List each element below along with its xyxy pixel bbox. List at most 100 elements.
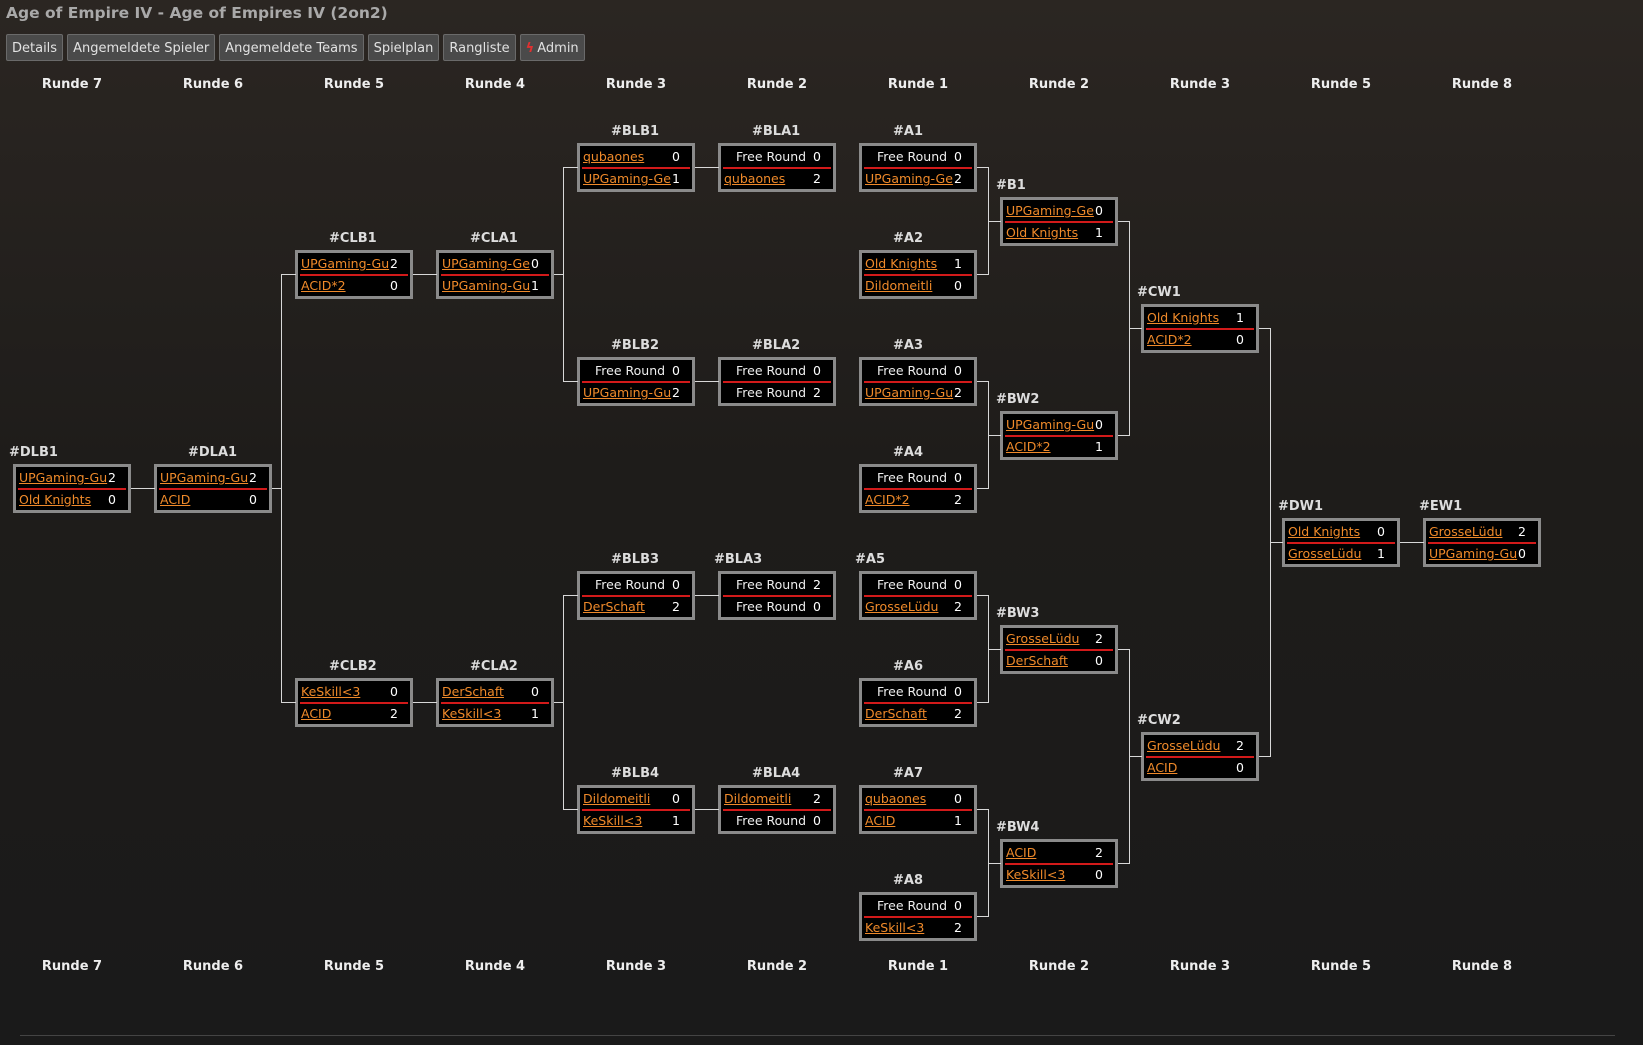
team-link[interactable]: ACID*2 bbox=[301, 278, 346, 293]
team-link[interactable]: Old Knights bbox=[1288, 524, 1361, 539]
team-score: 0 bbox=[1095, 417, 1103, 432]
team-link[interactable]: UPGaming-Ge bbox=[442, 256, 530, 271]
team-score: 2 bbox=[390, 706, 398, 721]
team-link[interactable]: ACID*2 bbox=[1006, 439, 1051, 454]
match-id-label: #CLB1 bbox=[329, 231, 377, 246]
match-id-label: #CLA2 bbox=[470, 659, 518, 674]
team-link[interactable]: UPGaming-Gu bbox=[1006, 417, 1095, 432]
registered-teams-button[interactable]: Angemeldete Teams bbox=[219, 34, 364, 61]
team-link[interactable]: ACID bbox=[865, 813, 896, 828]
team-link[interactable]: ACID bbox=[160, 492, 191, 507]
team-link[interactable]: GrosseLüdu bbox=[1429, 524, 1503, 539]
bracket-connector bbox=[1129, 328, 1142, 329]
bracket-connector bbox=[1270, 542, 1283, 543]
team-score: 1 bbox=[1377, 546, 1385, 561]
details-button[interactable]: Details bbox=[6, 34, 64, 61]
team-link[interactable]: ACID*2 bbox=[1147, 332, 1192, 347]
bracket-connector bbox=[281, 274, 296, 275]
team-link[interactable]: GrosseLüdu bbox=[1006, 631, 1080, 646]
round-header: Runde 6 bbox=[182, 77, 244, 92]
team-link[interactable]: UPGaming-Gu bbox=[865, 385, 954, 400]
team-link[interactable]: Dildomeitli bbox=[724, 791, 792, 806]
team-link[interactable]: Dildomeitli bbox=[865, 278, 933, 293]
round-header: Runde 5 bbox=[1310, 959, 1372, 974]
team-link[interactable]: UPGaming-Ge bbox=[1006, 203, 1094, 218]
team-score: 2 bbox=[108, 470, 116, 485]
team-link[interactable]: UPGaming-Gu bbox=[442, 278, 531, 293]
bracket-connector bbox=[1118, 863, 1130, 864]
team-score: 2 bbox=[1236, 738, 1244, 753]
team-link[interactable]: KeSkill<3 bbox=[865, 920, 925, 935]
team-link[interactable]: DerSchaft bbox=[583, 599, 645, 614]
team-link[interactable]: UPGaming-Gu bbox=[1429, 546, 1518, 561]
team-link[interactable]: qubaones bbox=[865, 791, 927, 806]
team-link[interactable]: UPGaming-Gu bbox=[583, 385, 672, 400]
team-link[interactable]: Old Knights bbox=[865, 256, 938, 271]
match-id-label: #BW2 bbox=[996, 392, 1040, 407]
team-link[interactable]: Old Knights bbox=[1147, 310, 1220, 325]
team-link[interactable]: qubaones bbox=[583, 149, 645, 164]
bracket-connector bbox=[554, 274, 564, 275]
team-link[interactable]: DerSchaft bbox=[1006, 653, 1068, 668]
ranking-button[interactable]: Rangliste bbox=[443, 34, 516, 61]
free-round-label: Free Round bbox=[736, 599, 807, 614]
team-link[interactable]: ACID*2 bbox=[865, 492, 910, 507]
team-link[interactable]: ACID bbox=[301, 706, 332, 721]
team-link[interactable]: Dildomeitli bbox=[583, 791, 651, 806]
match-id-label: #A6 bbox=[893, 659, 923, 674]
round-header: Runde 2 bbox=[746, 77, 808, 92]
team-link[interactable]: GrosseLüdu bbox=[865, 599, 939, 614]
team-link[interactable]: UPGaming-Gu bbox=[19, 470, 108, 485]
round-header: Runde 2 bbox=[746, 959, 808, 974]
team-link[interactable]: KeSkill<3 bbox=[1006, 867, 1066, 882]
team-score: 0 bbox=[531, 684, 539, 699]
schedule-button[interactable]: Spielplan bbox=[367, 34, 440, 61]
team-link[interactable]: UPGaming-Gu bbox=[160, 470, 249, 485]
team-score: 1 bbox=[1095, 225, 1103, 240]
team-link[interactable]: KeSkill<3 bbox=[583, 813, 643, 828]
team-link[interactable]: KeSkill<3 bbox=[301, 684, 361, 699]
bracket-connector bbox=[1259, 756, 1271, 757]
team-link[interactable]: qubaones bbox=[724, 171, 786, 186]
team-link[interactable]: GrosseLüdu bbox=[1288, 546, 1362, 561]
team-link[interactable]: ACID bbox=[1147, 760, 1178, 775]
team-link[interactable]: UPGaming-Ge bbox=[583, 171, 671, 186]
team-score: 0 bbox=[672, 577, 680, 592]
round-header: Runde 2 bbox=[1028, 959, 1090, 974]
bracket-connector bbox=[977, 381, 989, 382]
team-link[interactable]: UPGaming-Gu bbox=[301, 256, 390, 271]
team-link[interactable]: Old Knights bbox=[19, 492, 92, 507]
team-link[interactable]: KeSkill<3 bbox=[442, 706, 502, 721]
team-score: 2 bbox=[813, 791, 821, 806]
match-id-label: #BLB4 bbox=[611, 766, 660, 781]
free-round-label: Free Round bbox=[736, 813, 807, 828]
free-round-label: Free Round bbox=[877, 577, 948, 592]
team-link[interactable]: ACID bbox=[1006, 845, 1037, 860]
round-header: Runde 3 bbox=[605, 77, 667, 92]
team-score: 0 bbox=[954, 470, 962, 485]
team-link[interactable]: UPGaming-Ge bbox=[865, 171, 953, 186]
team-link[interactable]: GrosseLüdu bbox=[1147, 738, 1221, 753]
match-id-label: #A8 bbox=[893, 873, 923, 888]
team-link[interactable]: DerSchaft bbox=[442, 684, 504, 699]
registered-players-button[interactable]: Angemeldete Spieler bbox=[67, 34, 216, 61]
team-link[interactable]: Old Knights bbox=[1006, 225, 1079, 240]
free-round-label: Free Round bbox=[736, 149, 807, 164]
round-header: Runde 1 bbox=[887, 959, 949, 974]
team-link[interactable]: DerSchaft bbox=[865, 706, 927, 721]
